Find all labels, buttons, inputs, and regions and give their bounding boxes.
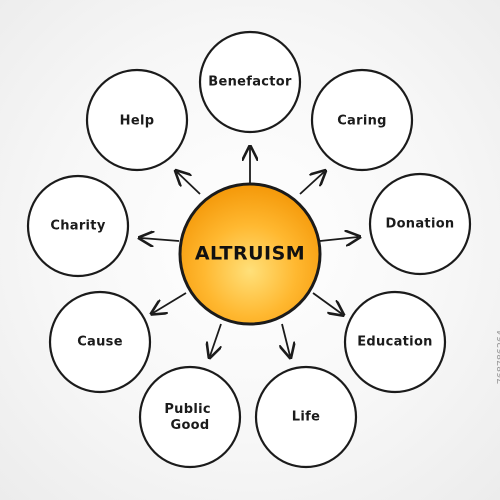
node-charity-label: Charity xyxy=(50,219,105,234)
node-life-circle xyxy=(254,365,358,469)
node-caring-label: Caring xyxy=(337,114,387,129)
node-donation-label: Donation xyxy=(385,217,454,232)
node-charity: Charity xyxy=(26,174,130,278)
node-help: Help xyxy=(85,68,189,172)
node-public-good-label: Public Good xyxy=(164,402,215,433)
arrow-to-education xyxy=(312,292,342,314)
arrow-to-public-good xyxy=(210,323,221,356)
arrow-to-caring xyxy=(299,172,324,195)
hub-label: ALTRUISM xyxy=(195,243,305,265)
arrow-to-cause xyxy=(153,292,187,313)
node-benefactor-circle xyxy=(198,30,302,134)
hub-altruism: ALTRUISM xyxy=(178,182,322,326)
arrow-to-donation xyxy=(319,237,358,241)
node-cause-circle xyxy=(48,290,152,394)
node-benefactor-label: Benefactor xyxy=(208,75,292,90)
node-public-good-circle xyxy=(138,365,242,469)
stock-id-watermark: 768786264 xyxy=(496,330,500,385)
node-cause: Cause xyxy=(48,290,152,394)
node-benefactor: Benefactor xyxy=(198,30,302,134)
node-help-circle xyxy=(85,68,189,172)
node-public-good-line-2: Good xyxy=(170,418,209,433)
node-public-good-line-1: Public xyxy=(164,402,211,417)
node-cause-label: Cause xyxy=(77,335,123,350)
node-education-label: Education xyxy=(357,335,432,350)
arrow-to-help xyxy=(177,172,201,195)
hub-circle xyxy=(178,182,322,326)
node-help-label: Help xyxy=(120,114,155,129)
arrow-to-life xyxy=(282,323,290,356)
node-donation: Donation xyxy=(368,172,472,276)
node-charity-circle xyxy=(26,174,130,278)
node-education: Education xyxy=(343,290,447,394)
node-caring-circle xyxy=(310,68,414,172)
node-education-circle xyxy=(343,290,447,394)
arrow-to-charity xyxy=(141,238,180,241)
node-life: Life xyxy=(254,365,358,469)
node-public-good: Public Good xyxy=(138,365,242,469)
node-donation-circle xyxy=(368,172,472,276)
node-caring: Caring xyxy=(310,68,414,172)
connector-arrows xyxy=(141,148,358,356)
node-life-label: Life xyxy=(292,410,320,425)
